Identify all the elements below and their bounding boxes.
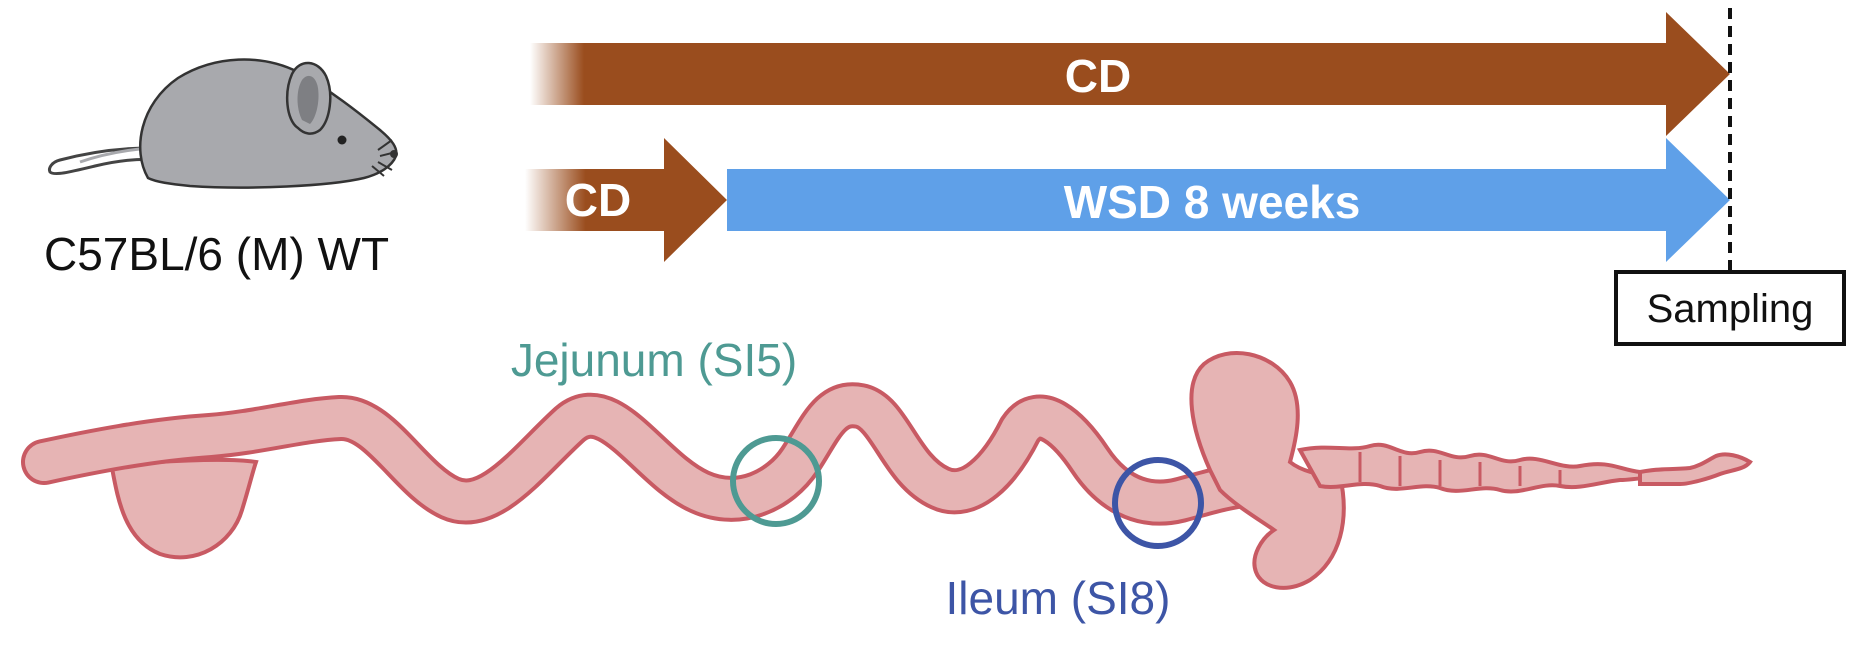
wsd-treatment-arrow xyxy=(727,138,1730,262)
control-diet-arrow-label: CD xyxy=(1065,50,1131,102)
mouse-body xyxy=(138,58,398,189)
mouse-ear-inner xyxy=(297,75,319,124)
mouse-illustration: C57BL/6 (M) WT xyxy=(44,58,398,280)
intestine-illustration: Jejunum (SI5) Ileum (SI8) xyxy=(21,334,1753,624)
control-diet-arrow xyxy=(530,12,1730,136)
jejunum-site-label: Jejunum (SI5) xyxy=(511,334,797,386)
colon-tail xyxy=(1638,452,1753,486)
mouse-eye xyxy=(337,135,347,145)
sampling-box-label: Sampling xyxy=(1647,287,1814,331)
timeline: CD CD WSD 8 weeks Sampling xyxy=(525,8,1846,346)
wsd-treatment-arrow-label: WSD 8 weeks xyxy=(1064,176,1361,228)
pre-diet-arrow-label: CD xyxy=(565,174,631,226)
sampling-box xyxy=(1614,270,1846,346)
pre-diet-arrow xyxy=(525,138,727,262)
mouse-whiskers xyxy=(371,139,397,177)
mouse-tail xyxy=(48,146,161,176)
jejunum-site-marker xyxy=(730,435,822,527)
colon-folds xyxy=(1358,452,1562,486)
mouse-strain-label: C57BL/6 (M) WT xyxy=(44,228,389,280)
duodenum-bulb xyxy=(109,458,259,560)
ileum-site-label: Ileum (SI8) xyxy=(946,572,1171,624)
small-intestine-lumen xyxy=(25,386,1269,522)
ileum-site-marker xyxy=(1112,457,1204,549)
